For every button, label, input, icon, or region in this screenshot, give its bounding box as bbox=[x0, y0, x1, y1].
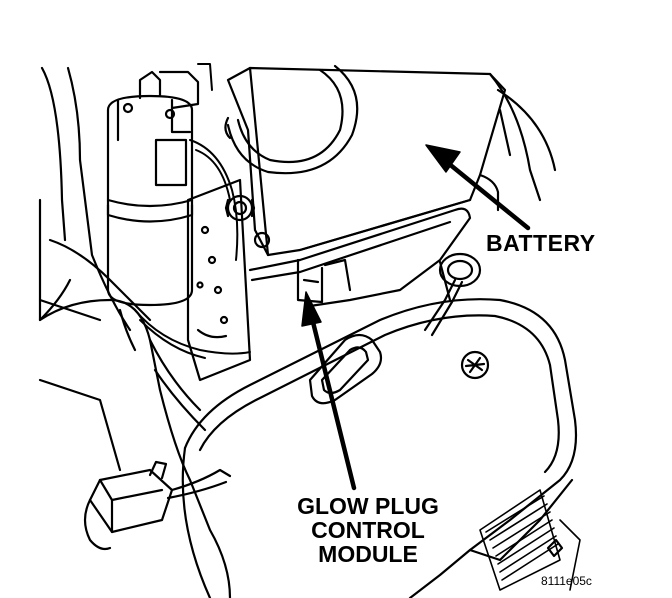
wire-harness bbox=[134, 63, 251, 359]
mounting-bracket bbox=[186, 178, 252, 382]
battery-tray bbox=[248, 207, 472, 308]
battery bbox=[226, 66, 557, 257]
cover-screw bbox=[460, 350, 490, 380]
glow-plug-control-module-label: GLOW PLUG CONTROL MODULE bbox=[288, 493, 448, 568]
glow-plug-label-line-1: GLOW PLUG bbox=[297, 493, 439, 519]
ribbed-grille bbox=[479, 489, 581, 591]
left-lower-shroud bbox=[38, 298, 232, 598]
cover-clip bbox=[546, 538, 564, 558]
battery-callout-arrow bbox=[425, 144, 531, 231]
battery-label: BATTERY bbox=[486, 230, 596, 256]
cover-recess bbox=[308, 333, 383, 405]
battery-cable bbox=[224, 64, 359, 175]
left-frame bbox=[38, 66, 152, 332]
module-callout-arrow bbox=[301, 291, 357, 491]
fuel-filter-canister bbox=[106, 70, 200, 307]
figure-id: 8111e05c bbox=[541, 574, 592, 588]
glow-plug-label-line-3: MODULE bbox=[318, 541, 418, 568]
sensor-connector bbox=[83, 460, 232, 551]
glow-plug-label-line-2: CONTROL bbox=[311, 517, 425, 544]
